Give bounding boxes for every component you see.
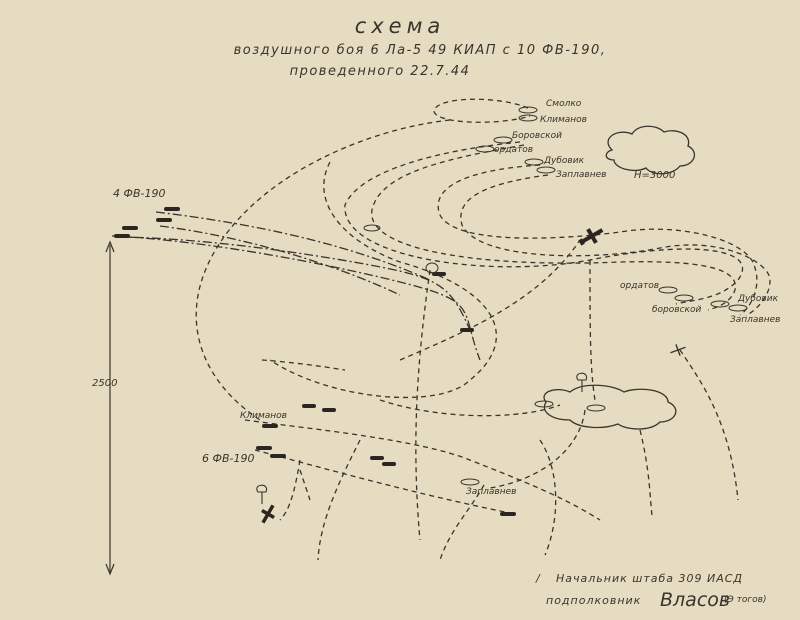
downed-aircraft-1: [578, 228, 604, 246]
plane-klimanov-top: [518, 114, 538, 122]
downed-aircraft-3: [670, 344, 686, 356]
plane-dubovik-top: [524, 158, 544, 166]
la5-path-2: [344, 141, 744, 305]
distance-arrow-top: [105, 240, 115, 253]
label-dubovik-top: Дубовик: [543, 156, 585, 166]
lower-path-9: [279, 459, 301, 521]
footer-signature-suffix: (Э тогов): [724, 595, 766, 605]
top-loop: [433, 98, 531, 123]
lower-path-5: [489, 409, 586, 489]
diagram-date: проведенного 22.7.44: [290, 64, 471, 79]
la5-path-6: [269, 161, 497, 399]
diagram-title: схема: [355, 14, 446, 38]
plane-ordatov-top: [475, 145, 495, 153]
downed-aircraft-2: [261, 504, 275, 524]
label-group-6fw190: 6 ФВ-190: [202, 452, 254, 465]
fw190-path-1: [117, 236, 471, 331]
lower-path-6: [589, 259, 596, 401]
lower-light-planes: [363, 224, 606, 486]
parachute-1: [576, 372, 588, 392]
fw190-path-2: [111, 235, 481, 361]
label-group-4fw190: 4 ФВ-190: [113, 187, 165, 200]
label-borovskiy-top: Боровской: [512, 131, 562, 141]
plane-smolko: [518, 106, 538, 114]
label-zaplavnev-right: Заплавнев: [730, 315, 780, 325]
label-altitude: Н=3000: [634, 170, 675, 181]
lower-path-14: [261, 359, 346, 371]
fw190-group-4: [114, 207, 180, 238]
label-dubovik-right: Дубовик: [737, 294, 779, 304]
plane-borovskiy-top: [493, 136, 513, 144]
lower-path-7: [415, 269, 431, 541]
la5-path-5: [460, 174, 771, 317]
top-plane-group: [475, 106, 556, 174]
lower-path-1: [244, 419, 601, 521]
distance-label: 2500: [92, 378, 117, 389]
lower-path-15: [299, 469, 311, 501]
cloud-top: [605, 125, 696, 175]
lower-path-8: [317, 439, 361, 561]
plane-zaplavnev-top: [536, 166, 556, 174]
fw190-group-6: [256, 272, 516, 516]
label-smolko: Смолко: [546, 99, 582, 109]
lower-path-11: [639, 429, 653, 516]
label-zaplavnev-bottom: Заплавнев: [466, 487, 516, 497]
lower-path-4: [399, 239, 581, 361]
distance-arrow-bottom: [105, 563, 115, 576]
lower-path-10: [679, 349, 739, 501]
label-borovskiy-right: боровской: [652, 305, 701, 315]
cloud-middle: [543, 384, 677, 430]
footer-mark: /: [535, 572, 541, 585]
label-klimanov-top: Климанов: [540, 115, 587, 125]
label-ordatov-right: ордатов: [620, 281, 659, 291]
label-klimanov-left: Климанов: [240, 411, 287, 421]
right-plane-group: [658, 286, 748, 312]
lower-path-3: [379, 399, 561, 417]
footer-rank: подполковник: [546, 594, 641, 607]
footer-position: Начальник штаба 309 ИАСД: [556, 572, 743, 585]
diagram-subtitle: воздушного боя 6 Ла-5 49 КИАП с 10 ФВ-19…: [234, 43, 607, 58]
parachute-2: [256, 484, 268, 504]
footer-signature: Власов: [660, 589, 730, 611]
la5-path-4: [437, 164, 758, 316]
label-zaplavnev-top: Заплавнев: [556, 170, 606, 180]
fw190-path-3: [155, 211, 431, 281]
la5-path-1: [195, 119, 451, 421]
fw190-path-4: [159, 225, 401, 296]
label-ordatov-top: ордатов: [494, 145, 533, 155]
lower-path-12: [539, 439, 557, 556]
la5-path-3: [371, 144, 736, 311]
